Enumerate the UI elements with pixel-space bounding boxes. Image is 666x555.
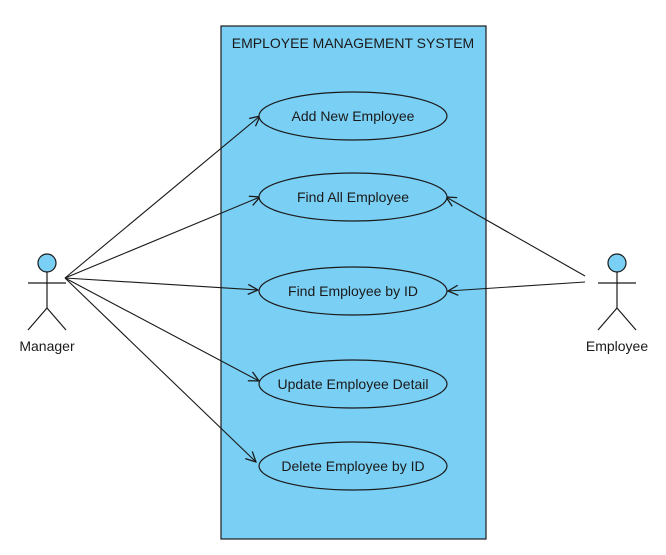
manager-to-add-new-employee [64,116,260,279]
use-case-find-all-employee[interactable]: Find All Employee [258,172,448,222]
actor-head-icon [607,253,627,273]
use-case-label: Find Employee by ID [288,283,418,299]
actor-left-leg [597,307,618,331]
actor-employee-label: Employee [586,338,648,354]
use-case-ellipse [258,266,448,316]
use-case-add-new-employee[interactable]: Add New Employee [258,91,448,141]
actor-manager-label: Manager [19,338,75,354]
actor-left-leg [27,307,48,331]
use-case-update-employee-detail[interactable]: Update Employee Detail [258,359,448,409]
use-case-label: Find All Employee [297,189,409,205]
system-title: EMPLOYEE MANAGEMENT SYSTEM [232,35,474,51]
employee-to-find-all-employee [446,197,586,277]
manager-to-delete-employee-by-id [64,277,256,462]
manager-to-find-all-employee [64,197,260,279]
actor-employee[interactable] [597,253,637,331]
use-case-label: Add New Employee [292,108,415,124]
manager-to-find-employee-by-id [64,277,258,290]
use-case-label: Delete Employee by ID [281,458,424,474]
employee-to-find-employee-by-id [448,281,586,291]
use-case-ellipse [258,359,448,409]
actor-right-leg [46,307,67,331]
manager-to-update-employee-detail [64,277,259,381]
use-case-ellipse [258,91,448,141]
use-case-delete-employee-by-id[interactable]: Delete Employee by ID [258,441,448,491]
actor-right-leg [616,307,637,331]
use-case-ellipse [258,441,448,491]
actor-head-icon [37,253,57,273]
use-case-ellipse [258,172,448,222]
employee-associations [446,197,586,291]
actor-manager[interactable] [27,253,67,331]
manager-associations [64,116,260,462]
use-case-find-employee-by-id[interactable]: Find Employee by ID [258,266,448,316]
use-case-label: Update Employee Detail [278,376,429,392]
